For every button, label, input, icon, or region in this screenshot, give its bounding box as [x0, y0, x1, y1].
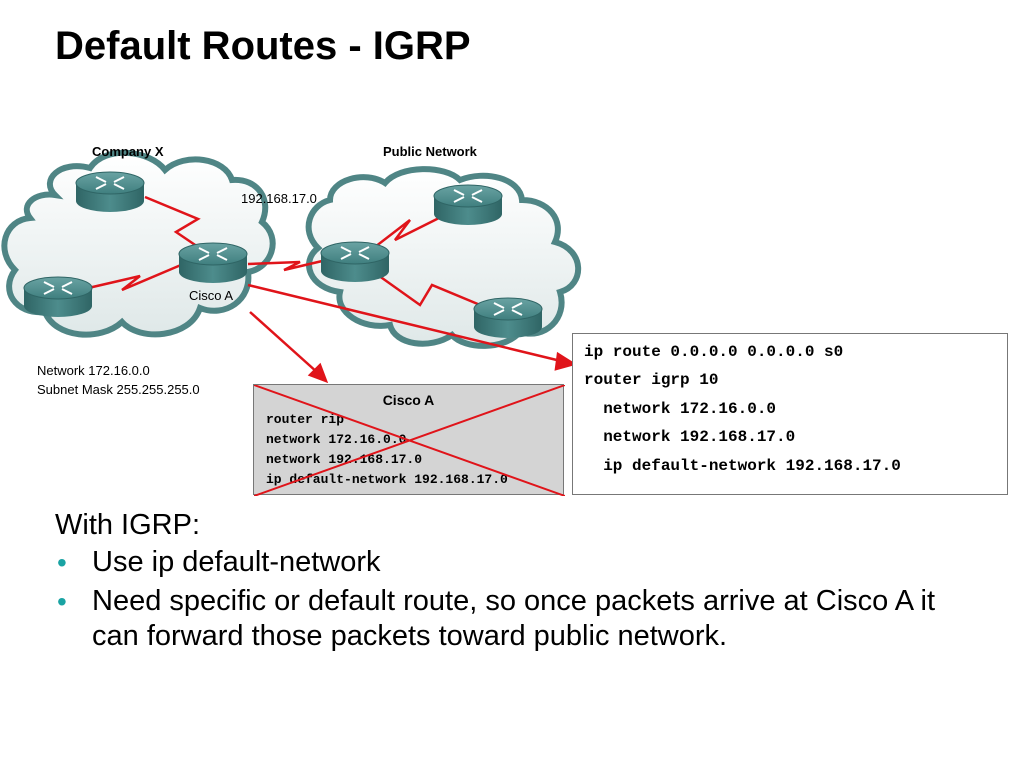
subnet-info-line: Subnet Mask 255.255.255.0 — [37, 382, 200, 397]
new-config-line: router igrp 10 — [584, 371, 719, 389]
bullet-item: • Need specific or default route, so onc… — [55, 584, 985, 654]
network-info-line: Network 172.16.0.0 — [37, 363, 150, 378]
new-config-line: ip default-network 192.168.17.0 — [584, 457, 901, 475]
network-diagram — [1, 149, 582, 384]
old-config-line: network 172.16.0.0 — [266, 432, 407, 447]
router-icon — [320, 241, 390, 283]
router-icon — [75, 171, 145, 213]
company-x-label: Company X — [92, 144, 164, 159]
bullet-item: • Use ip default-network — [55, 545, 985, 580]
new-config-line: ip route 0.0.0.0 0.0.0.0 s0 — [584, 343, 844, 361]
bullet-icon: • — [57, 586, 67, 617]
old-config-title: Cisco A — [382, 392, 435, 408]
cisco-a-label: Cisco A — [189, 288, 234, 303]
pointer-arrows — [247, 283, 578, 384]
cross-out-mark — [254, 385, 565, 496]
public-network-label: Public Network — [383, 144, 477, 159]
old-config-line: ip default-network 192.168.17.0 — [266, 472, 508, 487]
old-config-box: Cisco A router rip network 172.16.0.0 ne… — [253, 384, 565, 496]
old-config-line: network 192.168.17.0 — [266, 452, 423, 467]
slide-title: Default Routes - IGRP — [55, 24, 471, 68]
new-config-line: network 192.168.17.0 — [584, 428, 796, 446]
bullet-text: Use ip default-network — [92, 546, 381, 578]
cisco-a-router-icon — [178, 242, 248, 284]
intro-text: With IGRP: — [55, 509, 201, 541]
router-icon — [473, 297, 543, 339]
link-network-label: 192.168.17.0 — [241, 191, 317, 206]
bullet-icon: • — [57, 547, 67, 578]
new-config-line: network 172.16.0.0 — [584, 400, 777, 418]
new-config-box: ip route 0.0.0.0 0.0.0.0 s0 router igrp … — [572, 333, 1008, 495]
router-icon — [23, 276, 93, 318]
slide-body: With IGRP: • Use ip default-network • Ne… — [55, 508, 985, 658]
bullet-text: Need specific or default route, so once … — [92, 585, 936, 652]
router-icon — [433, 184, 503, 226]
bullet-list: • Use ip default-network • Need specific… — [55, 545, 985, 654]
serial-links — [57, 195, 498, 314]
